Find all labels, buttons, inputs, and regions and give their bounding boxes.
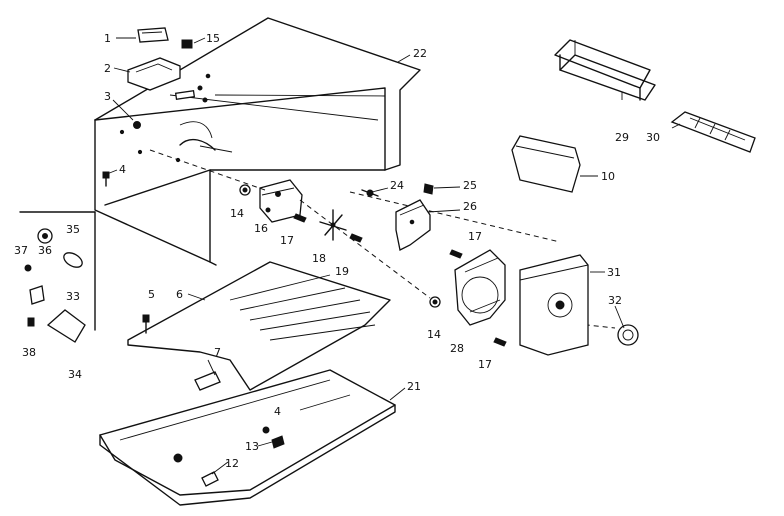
label-36: 36	[38, 244, 52, 257]
label-1: 1	[104, 32, 111, 45]
label-13: 13	[245, 440, 259, 453]
part-13-clip	[271, 435, 285, 449]
label-19: 19	[335, 265, 349, 278]
label-38: 38	[22, 346, 36, 359]
label-2: 2	[104, 62, 111, 75]
housing-22	[94, 17, 421, 266]
label-17-upper: 17	[280, 234, 294, 247]
label-22: 22	[413, 47, 427, 60]
leader-lines	[106, 37, 681, 475]
label-17-lower: 17	[478, 358, 492, 371]
part-18-fan-blade	[319, 209, 347, 241]
label-37: 37	[14, 244, 28, 257]
part-14-nut-lower	[429, 296, 441, 308]
part-24-screw	[361, 189, 379, 197]
part-14-nut-upper	[239, 184, 251, 196]
part-33-bulb	[63, 252, 83, 268]
part-36-bracket	[29, 285, 45, 305]
part-17-screw-lower	[493, 337, 507, 347]
part-32-knob	[617, 324, 639, 346]
label-25: 25	[463, 179, 477, 192]
part-34-lens	[46, 309, 86, 343]
part-4-screw-lower	[262, 426, 270, 434]
callout-labels: 1 15 2 3 22 4 14 16 17 18 19 24 25 26 17…	[14, 32, 660, 470]
label-30: 30	[646, 131, 660, 144]
part-15-grommet	[181, 39, 193, 49]
part-6-evaporator-cover	[127, 261, 391, 391]
part-29-wire-rack	[554, 39, 656, 101]
part-1-clip	[137, 27, 169, 43]
motor-16	[259, 179, 303, 223]
label-4-lower: 4	[274, 405, 281, 418]
label-14-upper: 14	[230, 207, 244, 220]
label-15: 15	[206, 32, 220, 45]
axis-line-c	[349, 191, 561, 243]
part-10-ice-bucket	[511, 135, 581, 193]
part-31-auger-housing	[519, 254, 589, 356]
axis-line-a	[149, 149, 266, 191]
axis-line-b	[299, 199, 431, 299]
label-24: 24	[390, 179, 404, 192]
label-12: 12	[225, 457, 239, 470]
part-17-screw-upper	[293, 213, 307, 223]
part-37-nut	[24, 264, 32, 272]
part-12-clip	[201, 471, 219, 487]
label-3: 3	[104, 90, 111, 103]
part-5-screw	[142, 314, 150, 334]
label-26: 26	[463, 200, 477, 213]
part-30-ice-tray	[670, 111, 756, 153]
label-32: 32	[608, 294, 622, 307]
label-35: 35	[66, 223, 80, 236]
label-33: 33	[66, 290, 80, 303]
label-10: 10	[601, 170, 615, 183]
label-16: 16	[254, 222, 268, 235]
label-28: 28	[450, 342, 464, 355]
part-3-screw	[133, 121, 141, 129]
part-35-socket	[37, 228, 53, 244]
label-14-lower: 14	[427, 328, 441, 341]
part-28-shroud	[454, 249, 506, 326]
label-34: 34	[68, 368, 82, 381]
label-18: 18	[312, 252, 326, 265]
label-4-upper: 4	[119, 163, 126, 176]
part-26-bracket	[395, 199, 431, 251]
part-19-screw	[349, 233, 363, 243]
part-25-screw	[423, 183, 434, 195]
part-9-grommet	[173, 453, 183, 463]
part-4-screw-upper	[102, 171, 110, 187]
label-29: 29	[615, 131, 629, 144]
label-17-mid: 17	[468, 230, 482, 243]
label-6: 6	[176, 288, 183, 301]
label-21: 21	[407, 380, 421, 393]
part-21-base-pan	[99, 369, 396, 506]
part-7-clip	[194, 371, 221, 391]
label-31: 31	[607, 266, 621, 279]
label-7: 7	[214, 346, 221, 359]
part-17-screw-mid	[449, 249, 463, 259]
part-38-screw	[27, 317, 35, 327]
part-2-bracket	[127, 57, 181, 91]
label-5: 5	[148, 288, 155, 301]
